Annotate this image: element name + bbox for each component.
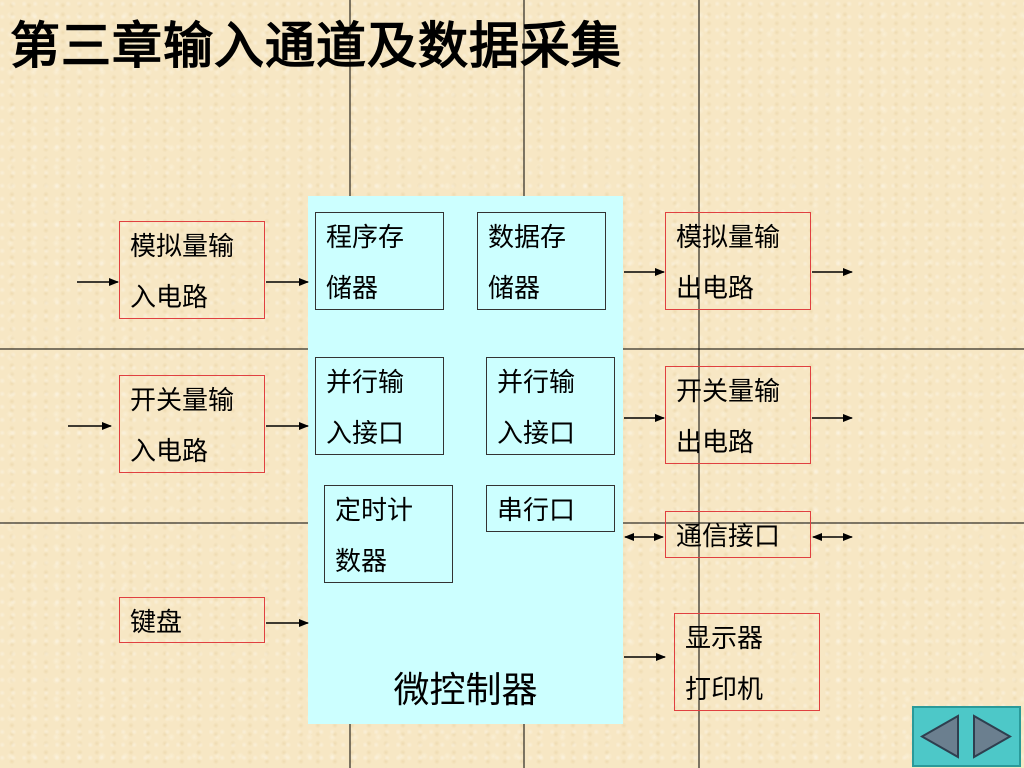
module-label-line1: 并行输 (326, 368, 405, 398)
peripheral-label-line2: 出电路 (676, 274, 755, 304)
module-label-line2: 入接口 (497, 419, 576, 449)
module-label-line2: 入接口 (326, 419, 405, 449)
microcontroller-block: 微控制器 (308, 196, 623, 724)
peripheral-label-line2: 出电路 (676, 428, 755, 458)
data-memory-box: 数据存 储器 (477, 212, 606, 310)
display-printer-box: 显示器 打印机 (674, 613, 820, 711)
slide-title: 第三章输入通道及数据采集 (10, 16, 622, 75)
parallel-input-port-box-2: 并行输 入接口 (486, 357, 615, 455)
peripheral-label-line2: 入电路 (130, 283, 209, 313)
peripheral-label-line1: 通信接口 (676, 522, 781, 552)
module-label-line2: 储器 (326, 274, 379, 304)
peripheral-label-line2: 入电路 (130, 437, 209, 467)
module-label-line1: 程序存 (326, 223, 405, 253)
peripheral-label-line1: 模拟量输 (130, 232, 235, 262)
module-label-line1: 定时计 (335, 496, 414, 526)
module-label-line1: 数据存 (488, 223, 567, 253)
triangle-left-icon (919, 714, 959, 759)
peripheral-label-line1: 键盘 (130, 608, 183, 638)
keyboard-box: 键盘 (119, 597, 265, 643)
previous-slide-button[interactable] (914, 708, 966, 765)
module-label-line1: 并行输 (497, 368, 576, 398)
serial-port-box: 串行口 (486, 485, 615, 532)
module-label-line2: 数器 (335, 547, 388, 577)
program-memory-box: 程序存 储器 (315, 212, 444, 310)
peripheral-label-line2: 打印机 (685, 675, 764, 705)
microcontroller-label: 微控制器 (393, 670, 538, 711)
timer-counter-box: 定时计 数器 (324, 485, 453, 583)
module-label-line2: 储器 (488, 274, 541, 304)
switch-input-circuit-box: 开关量输 入电路 (119, 375, 265, 473)
triangle-right-icon (973, 714, 1013, 759)
parallel-input-port-box-1: 并行输 入接口 (315, 357, 444, 455)
analog-input-circuit-box: 模拟量输 入电路 (119, 221, 265, 319)
communication-interface-box: 通信接口 (665, 511, 811, 558)
peripheral-label-line1: 开关量输 (130, 386, 235, 416)
slide-navigation (912, 706, 1021, 767)
next-slide-button[interactable] (966, 708, 1018, 765)
peripheral-label-line1: 显示器 (685, 624, 764, 654)
peripheral-label-line1: 开关量输 (676, 377, 781, 407)
peripheral-label-line1: 模拟量输 (676, 223, 781, 253)
analog-output-circuit-box: 模拟量输 出电路 (665, 212, 811, 310)
switch-output-circuit-box: 开关量输 出电路 (665, 366, 811, 464)
module-label-line1: 串行口 (497, 496, 576, 526)
